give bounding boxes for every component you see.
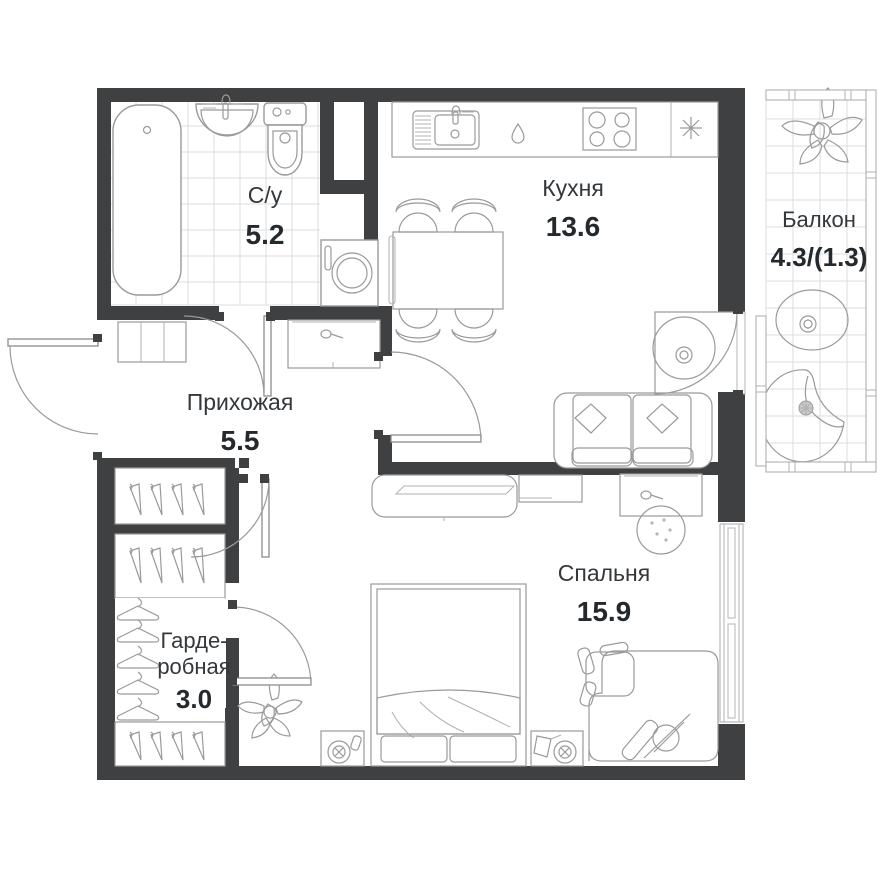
hallway-area: 5.5 (221, 425, 260, 456)
hanging-clothes-icon (129, 731, 205, 761)
desk-accessories (621, 713, 691, 761)
kitchen-area: 13.6 (546, 211, 601, 242)
chair (395, 198, 441, 233)
chair (451, 308, 497, 343)
bathtub (112, 104, 182, 296)
balcony-name: Балкон (782, 207, 856, 232)
hallway-bench (117, 321, 187, 363)
wardrobe-area: 3.0 (176, 684, 212, 714)
sink-icon (195, 94, 259, 137)
chair (395, 308, 441, 343)
balcony-glazing-right (865, 89, 877, 473)
extractor-icon (680, 117, 702, 139)
dining-chairs (395, 198, 497, 343)
wardrobe-name-line2: робная (157, 654, 230, 679)
hallway-console-table (287, 319, 381, 369)
room-label-wardrobe: Гарде- робная 3.0 (157, 628, 230, 714)
bedroom-window (719, 523, 744, 723)
utility-shaft (334, 102, 364, 180)
nightstand-right (530, 730, 584, 767)
wardrobe-rail-middle (114, 533, 226, 599)
washing-machine-icon (320, 239, 379, 307)
hallway-name: Прихожая (187, 389, 294, 415)
bedroom-wall-unit (371, 474, 518, 521)
balcony-glazing-left (755, 315, 767, 467)
wardrobe-door[interactable] (228, 600, 312, 686)
room-label-bathroom: С/у 5.2 (246, 182, 285, 250)
round-side-table (652, 316, 716, 380)
balcony-plant-icon (781, 87, 863, 165)
walls (97, 88, 745, 780)
balcony-round-table (775, 289, 849, 351)
office-chair (577, 641, 635, 707)
hanging-clothes-icon (129, 547, 205, 584)
wardrobe-label-box (172, 608, 226, 708)
bedroom-area: 15.9 (577, 596, 632, 627)
bedroom-pouf (636, 505, 686, 555)
balcony-area: 4.3/(1.3) (771, 242, 868, 272)
coat-hanger-icon (116, 597, 160, 721)
room-label-bedroom: Спальня 15.9 (558, 560, 650, 627)
bedroom-tv-console (518, 474, 583, 503)
balcony-chair (759, 369, 845, 463)
bedroom-plant-icon (237, 673, 303, 739)
room-label-kitchen: Кухня 13.6 (542, 175, 604, 242)
bathroom-area: 5.2 (246, 219, 285, 250)
bathroom-name: С/у (248, 182, 283, 208)
bedroom-name: Спальня (558, 560, 650, 586)
wardrobe-name-line1: Гарде- (160, 628, 227, 653)
kitchen-door[interactable] (374, 351, 482, 443)
bedroom-desk (588, 650, 719, 762)
wardrobe-shelf-bottom (114, 721, 226, 767)
cooktop-icon (582, 107, 637, 151)
sofa (553, 392, 713, 469)
balcony-door[interactable] (654, 306, 746, 398)
bedroom-door[interactable] (190, 474, 270, 558)
double-bed (370, 583, 527, 767)
entrance-door[interactable] (7, 334, 102, 460)
kitchen-name: Кухня (542, 175, 604, 201)
toilet-icon (263, 102, 307, 176)
bathroom-door[interactable] (183, 312, 275, 397)
room-label-hallway: Прихожая 5.5 (187, 389, 294, 456)
bedroom-dresser (619, 473, 703, 517)
dining-table (388, 231, 504, 310)
wardrobe-shelf-top (114, 467, 226, 525)
water-drop-icon (511, 122, 525, 144)
balcony-glazing-top (765, 89, 877, 101)
kitchen-sink-icon (412, 105, 480, 150)
balcony-glazing-bottom (765, 461, 877, 473)
hanging-clothes-icon (129, 483, 205, 516)
chair (451, 198, 497, 233)
nightstand-left (320, 730, 365, 767)
room-label-balcony: Балкон 4.3/(1.3) (771, 207, 868, 272)
